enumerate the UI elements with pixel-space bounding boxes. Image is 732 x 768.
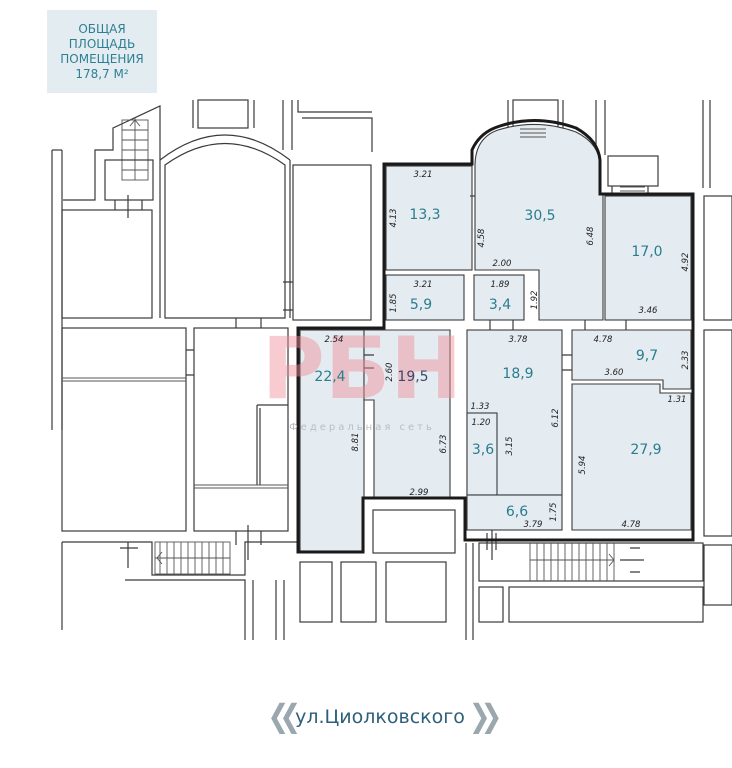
dimension: 6.12: [551, 409, 561, 428]
street-label: ❮❮ ул.Циолковского ❯❯: [250, 699, 510, 735]
dimension: 2.00: [493, 259, 512, 269]
dimension: 3.21: [414, 280, 433, 290]
dimension: 1.75: [549, 503, 559, 522]
dimension: 1.89: [491, 280, 510, 290]
dimension: 2.60: [385, 363, 395, 382]
dimension: 1.20: [472, 418, 491, 428]
dimension: 1.92: [530, 291, 540, 310]
dimension: 3.78: [509, 335, 529, 345]
total-area-value: 178,7 М²: [75, 66, 129, 81]
total-area-line-3: ПОМЕЩЕНИЯ: [60, 51, 144, 66]
dimension: 2.33: [681, 351, 691, 370]
apartment-unit: [299, 123, 692, 552]
staircase-top-left: [121, 118, 149, 181]
dimension: 3.79: [524, 520, 543, 530]
surrounding-walls: [51, 99, 732, 640]
area-label: 6,6: [506, 504, 528, 520]
area-label: 9,7: [636, 348, 658, 364]
room-3-6: [466, 412, 498, 496]
staircase-bottom-left: [154, 541, 231, 575]
area-label: 19,5: [397, 369, 428, 385]
area-label: 3,4: [489, 297, 511, 313]
room-9-7: [571, 329, 692, 390]
unit-boundary-top: [296, 118, 695, 554]
room-3-4: [473, 274, 525, 321]
total-area-label: ОБЩАЯ ПЛОЩАДЬ ПОМЕЩЕНИЯ 178,7 М²: [47, 10, 157, 93]
street-name: ул.Циолковского: [295, 706, 465, 728]
dimension-labels: 3.21 4.13 4.58 6.48 2.00 4.92 3.46 3.21 …: [325, 170, 691, 530]
area-label: 3,6: [472, 442, 494, 458]
dimension: 4.92: [681, 253, 691, 272]
dimension: 6.73: [439, 435, 449, 454]
area-labels: 13,3 30,5 17,0 5,9 3,4 22,4 19,5 18,9 3,…: [314, 207, 662, 520]
dimension: 5.94: [578, 456, 588, 475]
dimension: 1.85: [389, 294, 399, 313]
area-label: 30,5: [524, 208, 555, 224]
staircase-bottom-right: [529, 543, 615, 581]
area-label: 13,3: [409, 207, 440, 223]
dimension: 3.21: [414, 170, 433, 180]
dimension: 4.58: [477, 228, 487, 248]
watermark: РБН Федеральная сеть: [262, 319, 463, 433]
dimension: 8.81: [351, 433, 361, 452]
dimension: 2.54: [325, 335, 344, 345]
total-area-line-2: ПЛОЩАДЬ: [68, 36, 136, 51]
area-label: 5,9: [410, 297, 432, 313]
dimension: 2.99: [410, 488, 429, 498]
dimension: 1.33: [471, 402, 490, 412]
area-label: 22,4: [314, 369, 345, 385]
area-label: 27,9: [630, 442, 661, 458]
dimension: 4.78: [594, 335, 614, 345]
watermark-logo: РБН: [262, 319, 463, 419]
dimension: 6.48: [586, 226, 596, 246]
room-6-6: [466, 494, 563, 531]
area-label: 18,9: [502, 366, 533, 382]
room-5-9: [385, 274, 465, 321]
double-chevron-right-icon: ❯❯: [468, 699, 502, 735]
dimension: 1.31: [668, 395, 687, 405]
double-chevron-left-icon: ❮❮: [267, 699, 301, 735]
total-area-line-1: ОБЩАЯ: [78, 21, 126, 36]
area-label: 17,0: [631, 244, 662, 260]
dimension: 4.78: [622, 520, 642, 530]
room-27-9: [571, 383, 692, 531]
dimension: 3.60: [605, 368, 624, 378]
room-17-0: [604, 195, 692, 321]
watermark-caption: Федеральная сеть: [289, 422, 435, 433]
room-22-4: [299, 329, 365, 552]
dimension: 3.46: [639, 306, 659, 316]
dimension: 3.15: [505, 437, 515, 456]
dimension: 4.13: [389, 209, 399, 228]
room-13-3: [385, 165, 473, 271]
